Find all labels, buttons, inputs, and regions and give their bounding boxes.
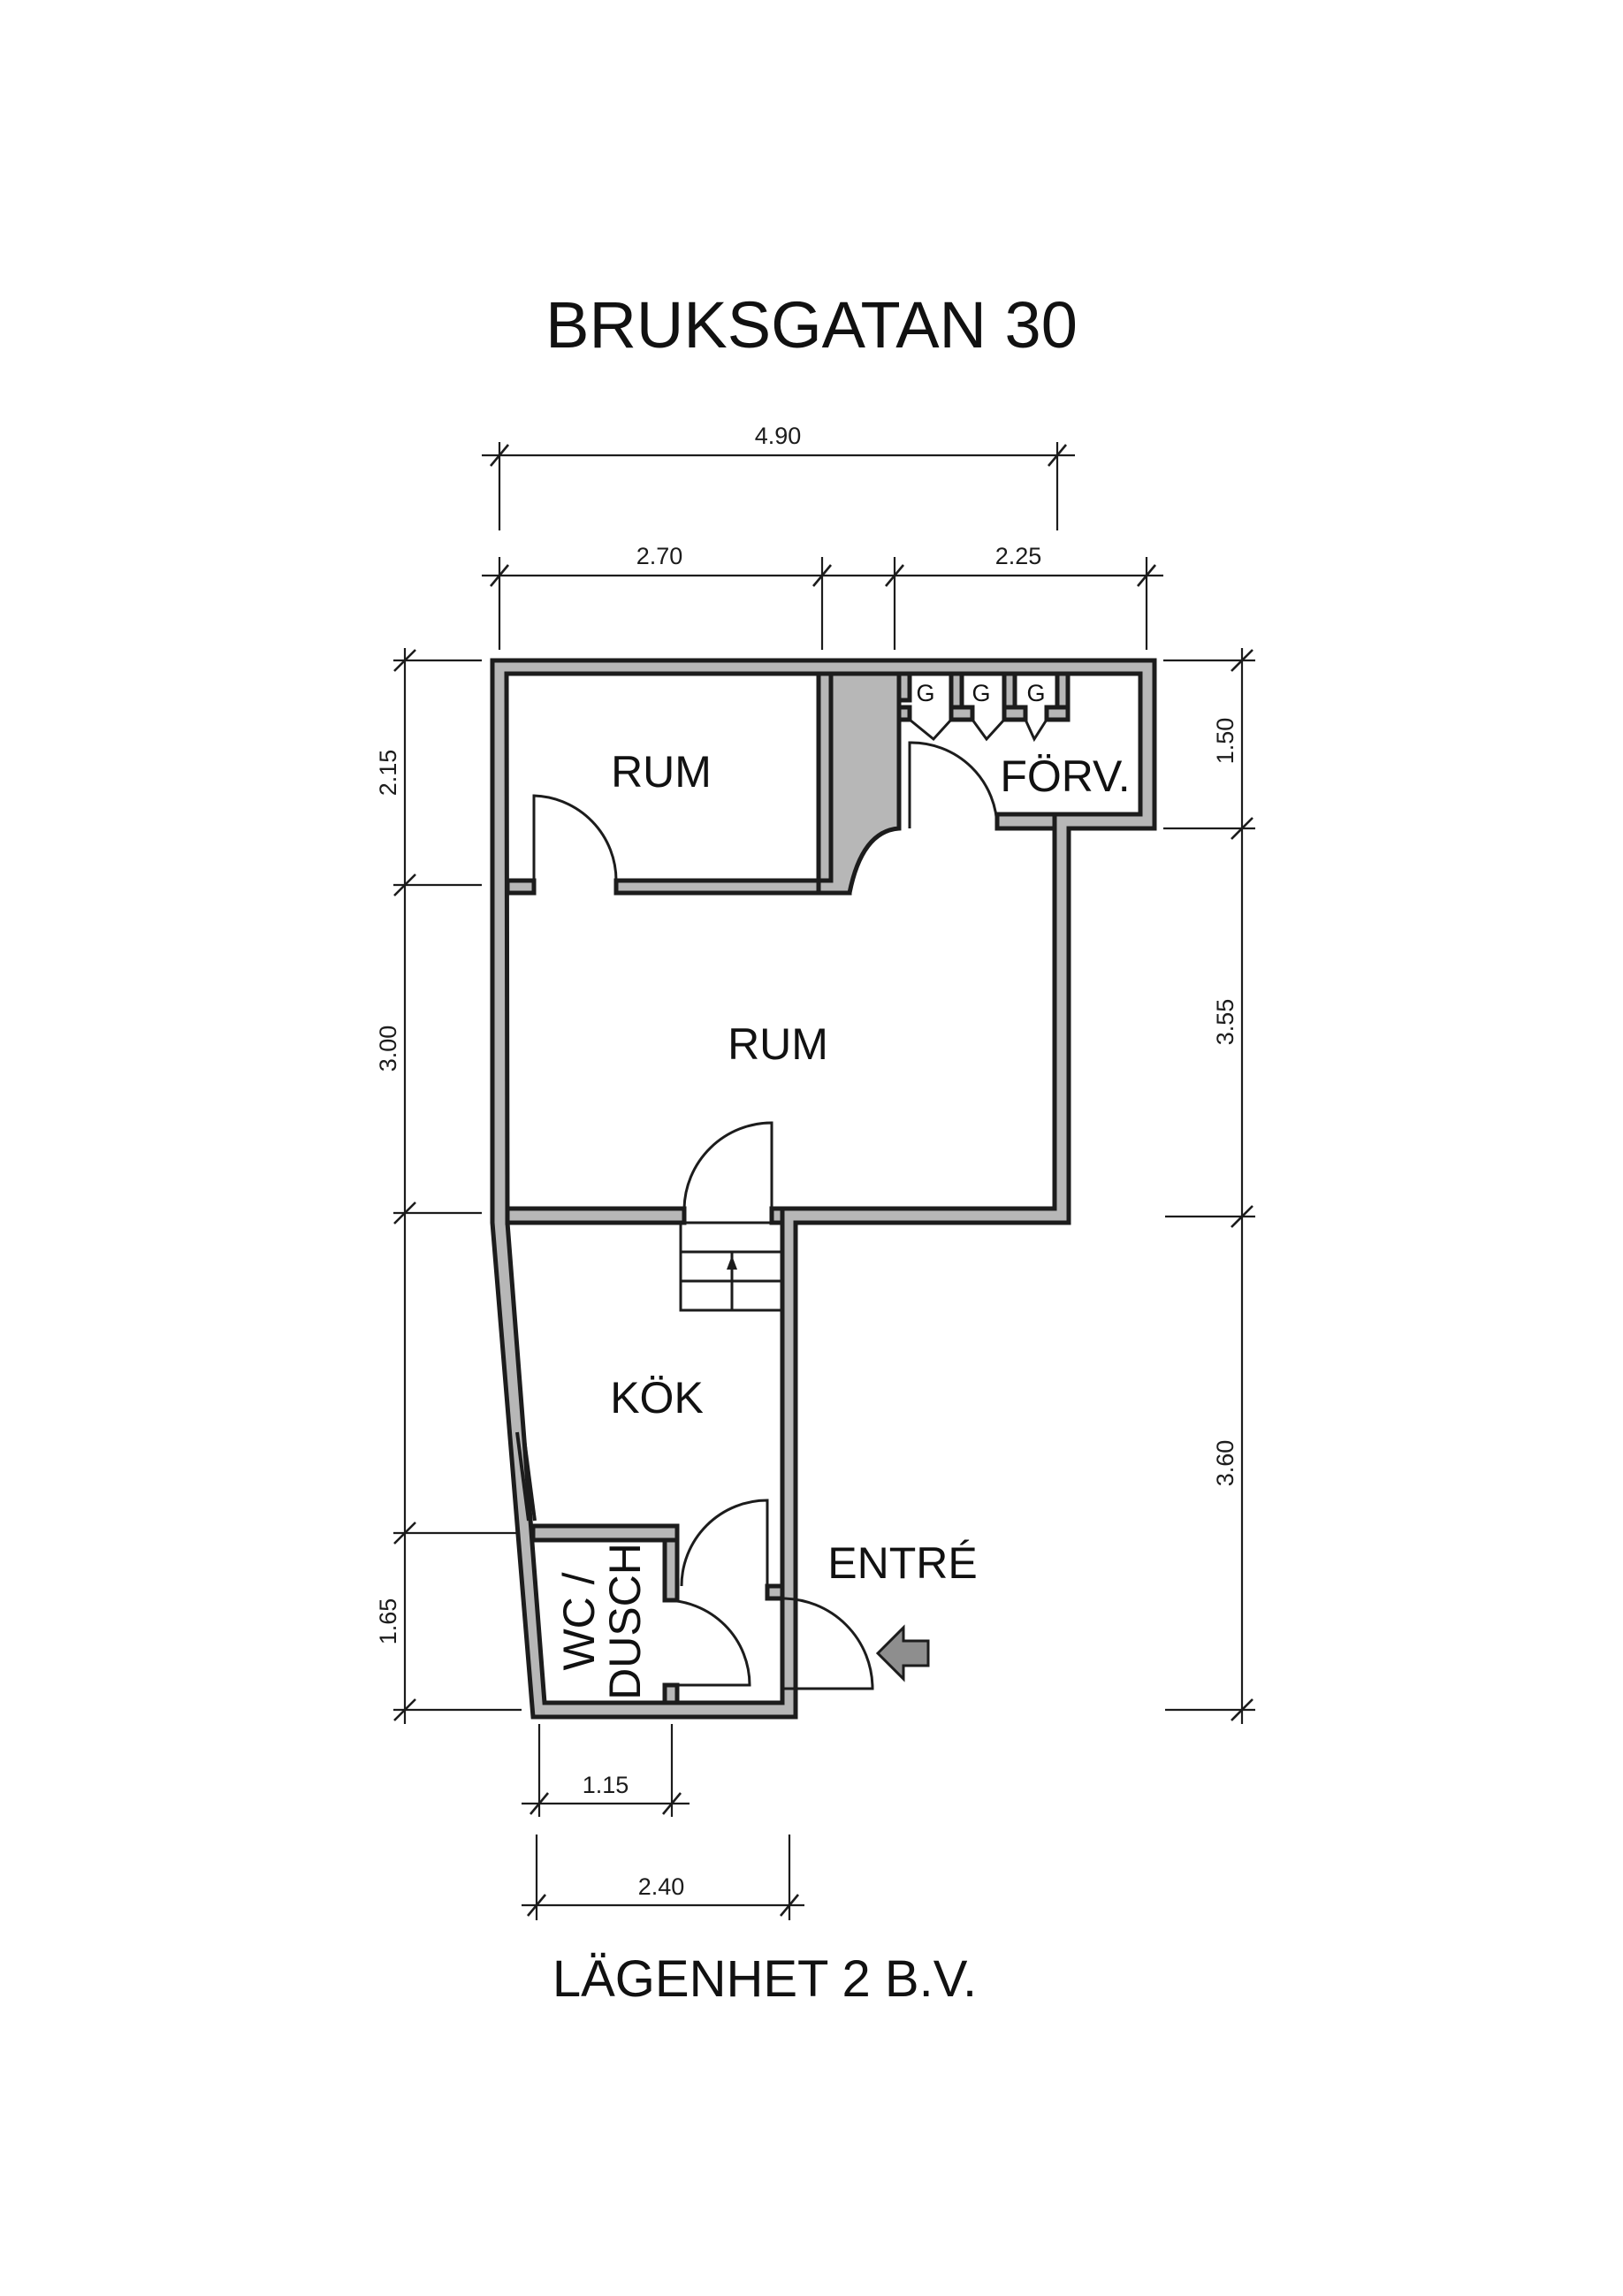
stairs — [679, 1221, 784, 1312]
room-label-entre: ENTRÉ — [827, 1538, 977, 1588]
stair-arrow-icon — [727, 1255, 737, 1270]
entrance-arrow-icon — [875, 1624, 930, 1682]
wall-wc-right-lower — [662, 1682, 680, 1705]
dim-bottom-1: 1.15 — [583, 1772, 629, 1798]
wall-rum-top-bottom-right — [613, 878, 852, 896]
locker-labels: G G G — [916, 680, 1045, 706]
locker-label-3: G — [1026, 680, 1045, 706]
dim-top-left: 2.70 — [636, 543, 683, 569]
room-label-wc-line1: WC / — [554, 1572, 604, 1670]
wall-rum-top-right — [816, 671, 834, 883]
dim-left-1: 2.15 — [375, 750, 401, 797]
wall-rum-kok-right — [769, 1206, 785, 1225]
locker-wall-1 — [896, 671, 912, 703]
page-subtitle: LÄGENHET 2 B.V. — [552, 1950, 978, 2008]
room-label-forv: FÖRV. — [1000, 751, 1130, 801]
locker-label-1: G — [916, 680, 934, 706]
wall-kok-entre-stub — [765, 1583, 785, 1601]
wall-rum-top-bottom — [505, 878, 537, 896]
door-locker-1 — [909, 718, 953, 742]
locker-bottom-1 — [896, 705, 912, 722]
wall-wc-top — [530, 1523, 680, 1543]
dim-bottom-2: 2.40 — [638, 1873, 685, 1900]
locker-label-2: G — [972, 680, 990, 706]
room-label-rum-main: RUM — [728, 1019, 828, 1069]
door-locker-2 — [971, 718, 1006, 742]
door-forv — [908, 741, 999, 829]
locker-bottom-2 — [949, 705, 975, 722]
door-rum-top — [532, 794, 618, 881]
door-entrance — [781, 1597, 874, 1690]
dim-top-total: 4.90 — [755, 423, 802, 449]
room-labels: RUM FÖRV. RUM KÖK ENTRÉ WC / DUSCH — [554, 747, 1131, 1700]
dim-top-right: 2.25 — [995, 543, 1042, 569]
dimension-lines: 4.90 2.70 2.25 2.15 — [375, 423, 1255, 1920]
dim-left-2: 3.00 — [375, 1026, 401, 1072]
walls — [490, 658, 1157, 1720]
doors — [532, 718, 1048, 1690]
chimney-shaft — [816, 671, 902, 896]
door-locker-3 — [1024, 719, 1048, 743]
door-kok-entre — [680, 1499, 769, 1587]
dim-right-2: 3.55 — [1212, 999, 1238, 1046]
dim-left-3: 1.65 — [375, 1598, 401, 1645]
door-wc — [664, 1598, 751, 1687]
wall-forv-bottom — [994, 812, 1057, 831]
wall-rum-kok — [505, 1206, 687, 1225]
page-title: BRUKSGATAN 30 — [545, 288, 1078, 362]
door-rum-kok — [682, 1121, 773, 1209]
room-label-wc-line2: DUSCH — [600, 1543, 650, 1700]
room-label-kok: KÖK — [610, 1373, 704, 1423]
wall-wc-right — [662, 1537, 680, 1603]
dim-right-3: 3.60 — [1212, 1440, 1238, 1487]
room-label-rum-top: RUM — [611, 747, 712, 797]
dim-right-1: 1.50 — [1212, 718, 1238, 765]
locker-bottom-3 — [1002, 705, 1028, 722]
locker-bottom-4 — [1044, 705, 1071, 722]
window-slanted-wall — [515, 1431, 537, 1522]
